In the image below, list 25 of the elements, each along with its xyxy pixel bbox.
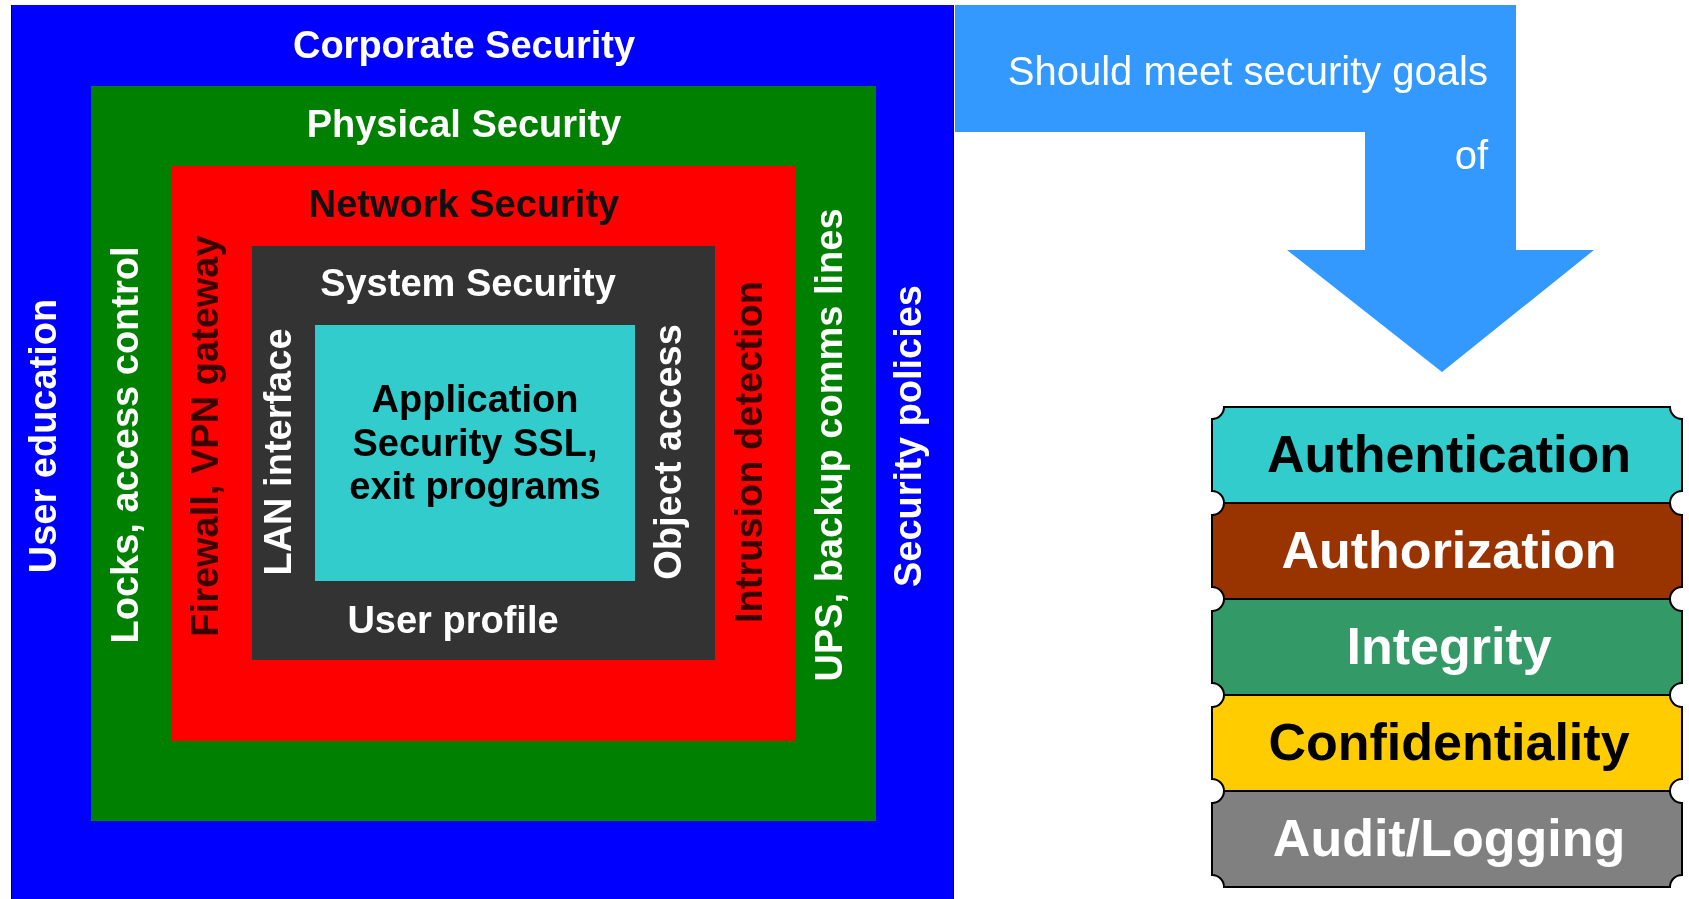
arrow-label: Should meet security goals of: [1006, 48, 1488, 179]
layer-box: [171, 166, 795, 741]
outer-layer-box: [11, 5, 954, 899]
core-box: [315, 325, 635, 581]
goal-label: Authentication: [1267, 425, 1631, 485]
side-label: Firewall, VPN gateway: [184, 235, 228, 637]
side-label: User education: [22, 298, 66, 574]
goal-label: Authorization: [1281, 521, 1617, 581]
layer-title: System Security: [320, 262, 616, 306]
side-label: Security policies: [887, 285, 931, 587]
goal-label: Confidentiality: [1268, 713, 1630, 773]
goal-label: Audit/Logging: [1272, 809, 1626, 869]
layer-title: Corporate Security: [292, 24, 636, 68]
core-label: Application Security SSL, exit programs: [348, 378, 602, 510]
layer-box: [252, 246, 715, 660]
side-label: UPS, backup comms lines: [808, 208, 852, 682]
side-label: User profile: [347, 599, 559, 643]
side-label: Locks, access control: [104, 246, 148, 644]
layer-box: [91, 86, 876, 821]
layer-title: Network Security: [308, 183, 620, 227]
side-label: LAN interface: [257, 328, 301, 576]
layer-title: Physical Security: [306, 103, 622, 147]
side-label: Object access: [647, 324, 691, 580]
side-label: Intrusion detection: [728, 281, 772, 623]
goal-label: Integrity: [1346, 617, 1552, 677]
